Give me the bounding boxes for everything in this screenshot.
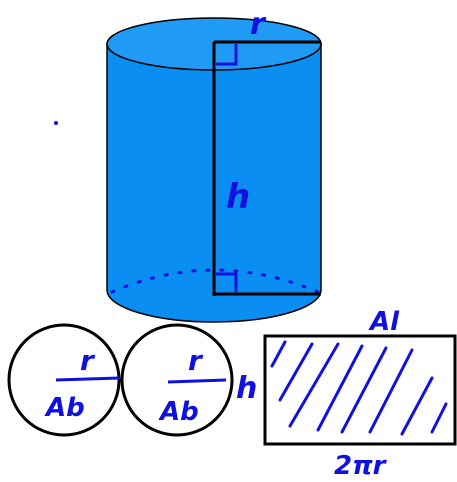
rectangle-width-label: 2πr: [334, 451, 388, 481]
circle-fraction-line: [55, 376, 121, 382]
circle-radius-label: r: [188, 344, 204, 377]
circle-outline: [120, 323, 234, 437]
cylinder: r h: [54, 7, 322, 323]
right-angle-top-marker: [216, 44, 238, 66]
radius-label: r: [250, 7, 267, 42]
rectangle-height-label: h: [236, 371, 257, 406]
base-circle-left: r Ab: [7, 323, 121, 437]
right-angle-bottom-marker: [216, 272, 238, 292]
stray-ink-dot: [54, 121, 58, 125]
circle-fraction-line: [167, 378, 227, 384]
circle-area-label: Ab: [44, 393, 85, 423]
height-label: h: [226, 177, 250, 217]
circle-radius-label: r: [80, 344, 96, 377]
rectangle-hatching: [270, 340, 448, 436]
base-circle-right: r Ab: [120, 323, 234, 437]
lateral-rectangle: Al h 2πr: [236, 307, 457, 481]
circle-area-label: Ab: [158, 397, 199, 427]
rectangle-outline: [263, 334, 457, 446]
cylinder-base-hidden-edge: [110, 268, 320, 294]
lateral-area-label: Al: [368, 307, 400, 337]
